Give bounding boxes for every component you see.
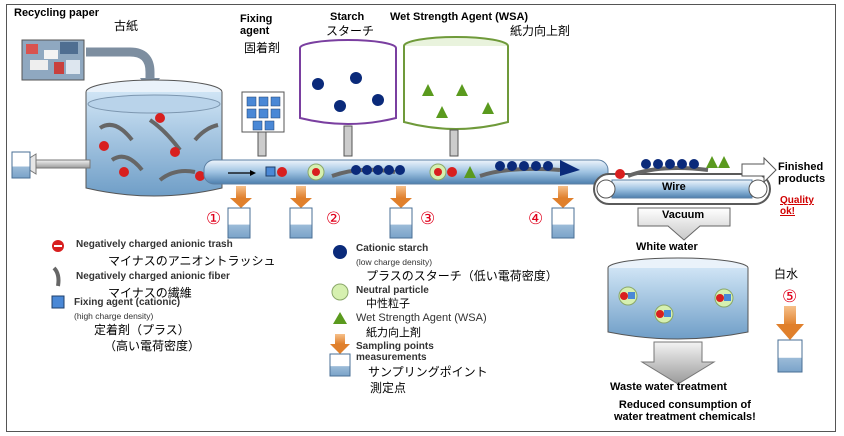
fixing-agent-label: Fixing agent <box>240 13 273 37</box>
vacuum-arrow <box>637 207 731 241</box>
paper-feed-arrow <box>86 47 155 80</box>
legend-wsa-jp: 紙力向上剤 <box>366 326 421 339</box>
starch-label: Starch <box>330 11 365 23</box>
finished-products-label: Finished products <box>778 161 826 185</box>
starch-tank <box>299 39 397 157</box>
legend-sampling-points-jp2: 測定点 <box>370 381 407 395</box>
white-water-label: White water <box>636 241 698 253</box>
sampling-number-3: ③ <box>420 209 436 228</box>
legend-neutral-particle-jp: 中性粒子 <box>366 297 410 310</box>
legend-wsa: Wet Strength Agent (WSA) <box>356 312 487 324</box>
finished-products-arrow <box>741 156 777 184</box>
waste-water-treatment-label: Waste water treatment <box>610 381 727 393</box>
legend-fixing-agent-jp1: 定着剤（プラス） <box>94 323 190 337</box>
sampling-number-2: ② <box>326 209 342 228</box>
legend-fixing-agent-jp2: （高い電荷密度） <box>104 339 201 353</box>
diagram-frame <box>6 4 836 432</box>
legend-sampling-points-jp1: サンプリングポイント <box>368 365 488 379</box>
recycling-paper-jp-label: 古紙 <box>114 19 139 33</box>
recycling-paper-label: Recycling paper <box>14 7 99 19</box>
pipe-particles <box>265 160 580 181</box>
legend-sampling-points: Sampling points measurements <box>356 341 434 363</box>
fixing-agent-container <box>241 91 285 157</box>
sampling-number-4: ④ <box>528 209 544 228</box>
sampling-number-5: ⑤ <box>782 287 798 306</box>
starch-jp-label: スターチ <box>326 24 375 38</box>
white-water-tank <box>607 257 749 340</box>
recycling-paper-bale <box>21 39 85 81</box>
legend-cationic-starch: Cationic starch <box>356 243 429 254</box>
pulp-tank <box>85 79 223 197</box>
legend-cationic-starch-sub: (low charge density) <box>356 257 433 267</box>
quality-ok-label: Quality ok! <box>780 195 814 217</box>
waste-water-arrow <box>640 341 716 385</box>
wsa-tank <box>403 36 509 157</box>
legend-anionic-fiber-jp: マイナスの繊維 <box>108 286 192 300</box>
legend-anionic-trash-jp: マイナスのアニオントラッシュ <box>108 254 276 268</box>
wsa-jp-label: 紙力向上剤 <box>510 24 571 38</box>
legend-neutral-particle: Neutral particle <box>356 285 429 296</box>
wire-belt <box>593 156 771 205</box>
legend-cationic-starch-jp: プラスのスターチ（低い電荷密度） <box>366 269 558 283</box>
fixing-agent-jp-label: 固着剤 <box>244 41 281 55</box>
wsa-label: Wet Strength Agent (WSA) <box>390 11 529 23</box>
sampling-number-1: ① <box>206 209 222 228</box>
legend-fixing-agent: Fixing agent (cationic) <box>74 297 181 308</box>
legend-icons <box>51 240 351 377</box>
sampling-beakers <box>227 186 804 373</box>
legend-anionic-trash: Negatively charged anionic trash <box>76 239 233 250</box>
left-beaker <box>11 151 31 179</box>
legend-anionic-fiber: Negatively charged anionic fiber <box>76 271 230 282</box>
white-water-jp-label: 白水 <box>774 267 799 281</box>
reduced-consumption-label: Reduced consumption of water treatment c… <box>614 399 756 423</box>
legend-fixing-agent-sub: (high charge density) <box>74 311 154 321</box>
wire-label: Wire <box>662 181 686 193</box>
vacuum-label: Vacuum <box>662 209 705 221</box>
